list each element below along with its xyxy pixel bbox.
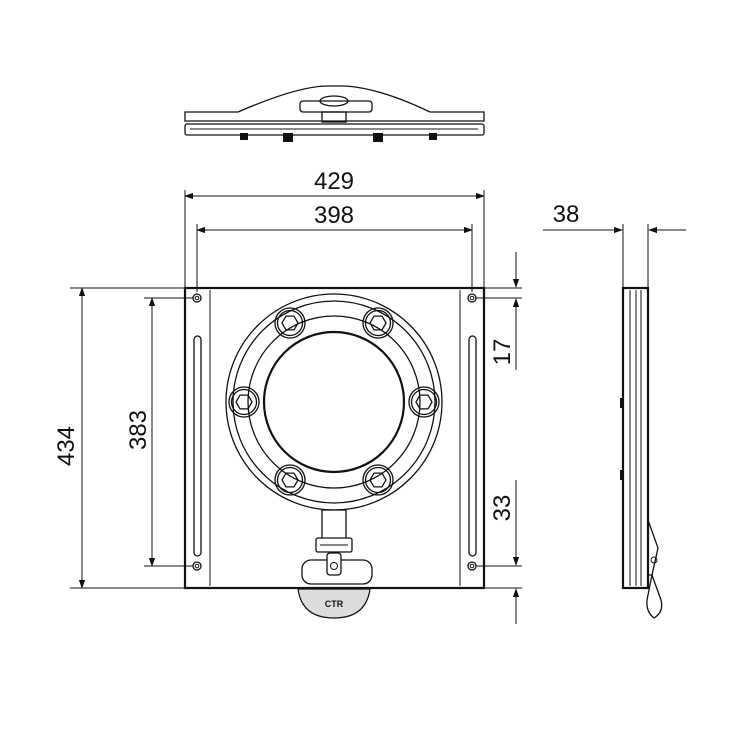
dim-overall-height: 434 (53, 426, 80, 466)
handle-logo: CTR (325, 599, 344, 609)
dim-slot-spacing: 398 (314, 202, 354, 229)
bolt-head (362, 307, 394, 339)
turntable-ring (225, 293, 443, 511)
release-lever: CTR (297, 509, 373, 619)
dimension-lines (70, 190, 686, 624)
front-view: CTR (183, 286, 486, 619)
dimension-labels: 429 398 38 434 383 17 33 (53, 168, 579, 521)
dim-slot-length: 383 (125, 410, 152, 450)
dim-top-offset: 17 (489, 339, 516, 366)
bolt-head (362, 464, 394, 496)
bolt-head (408, 386, 440, 418)
bolt-head (274, 307, 306, 339)
left-mounting-slot (192, 293, 202, 571)
bolt-head (274, 464, 306, 496)
bolt-heads (228, 307, 440, 496)
right-mounting-slot (467, 293, 477, 571)
mounting-plate (183, 286, 486, 590)
dim-bottom-offset: 33 (489, 495, 516, 522)
dim-side-thickness: 38 (553, 201, 580, 228)
top-view (184, 85, 485, 142)
side-view (620, 286, 663, 619)
bolt-head (228, 386, 260, 418)
dim-overall-width: 429 (314, 168, 354, 195)
